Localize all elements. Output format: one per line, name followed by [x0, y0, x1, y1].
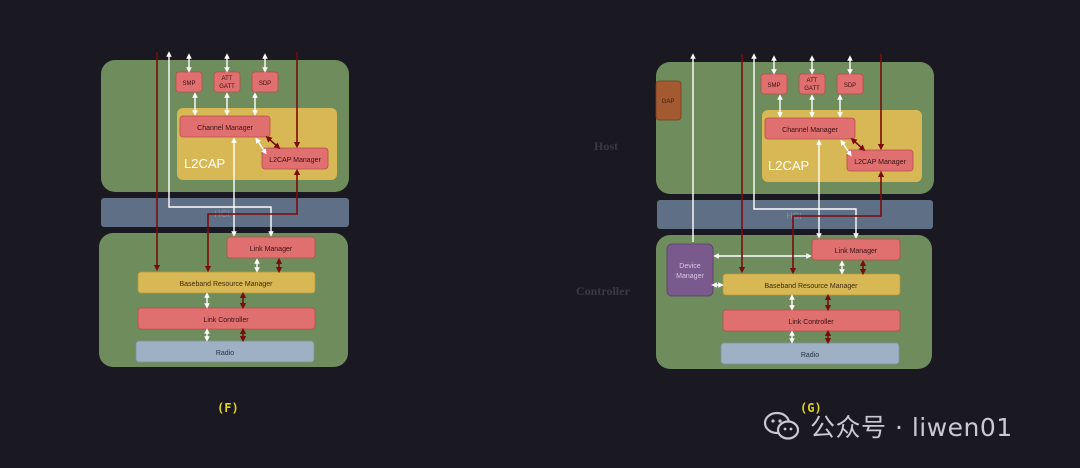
watermark: 公众号 · liwen01 [762, 408, 1013, 444]
caption-f: (F) [217, 401, 239, 415]
att-label: ATT [222, 76, 233, 82]
smp-label: SMP [182, 81, 195, 87]
link-manager-label: Link Manager [835, 248, 878, 255]
link-manager-label: Link Manager [250, 246, 293, 253]
radio-label: Radio [801, 352, 819, 359]
l2cap-label: L2CAP [184, 156, 225, 171]
white-arrows-g [690, 53, 859, 344]
diagram-g: GAP L2CAP SMP ATT GATT SDP Channel Manag… [655, 53, 934, 369]
red-arrows-g [738, 54, 885, 345]
diagram-f: L2CAP SMP ATT GATT SDP Channel Manager L… [99, 51, 349, 367]
device-manager-box [666, 243, 714, 297]
link-controller-box [722, 309, 901, 332]
manager-label: Manager [676, 273, 704, 280]
controller-side-label: Controller [576, 284, 630, 298]
device-label: Device [679, 263, 701, 270]
link-controller-label: Link Controller [788, 319, 834, 326]
radio-box [135, 340, 315, 363]
radio-box [720, 342, 900, 365]
baseband-label: Baseband Resource Manager [764, 283, 858, 290]
baseband-label: Baseband Resource Manager [179, 281, 273, 288]
channel-manager-label: Channel Manager [782, 127, 838, 134]
channel-manager-label: Channel Manager [197, 125, 253, 132]
gatt-label: GATT [804, 86, 820, 92]
gatt-label: GATT [219, 84, 235, 90]
link-controller-label: Link Controller [203, 317, 249, 324]
l2cap-manager-label: L2CAP Manager [269, 157, 321, 164]
smp-label: SMP [767, 83, 780, 89]
gap-box [655, 80, 682, 121]
caption-g: (G) [800, 401, 822, 415]
l2cap-manager-label: L2CAP Manager [854, 159, 906, 166]
host-side-label: Host [594, 139, 618, 153]
gap-label: GAP [662, 99, 675, 105]
watermark-text: 公众号 · liwen01 [810, 413, 1013, 442]
att-label: ATT [807, 78, 818, 84]
sdp-label: SDP [259, 81, 271, 87]
red-arrows-f [153, 52, 301, 343]
radio-label: Radio [216, 350, 234, 357]
l2cap-label: L2CAP [768, 158, 809, 173]
link-controller-box [137, 307, 316, 330]
wechat-icon [763, 411, 800, 440]
sdp-label: SDP [844, 83, 856, 89]
